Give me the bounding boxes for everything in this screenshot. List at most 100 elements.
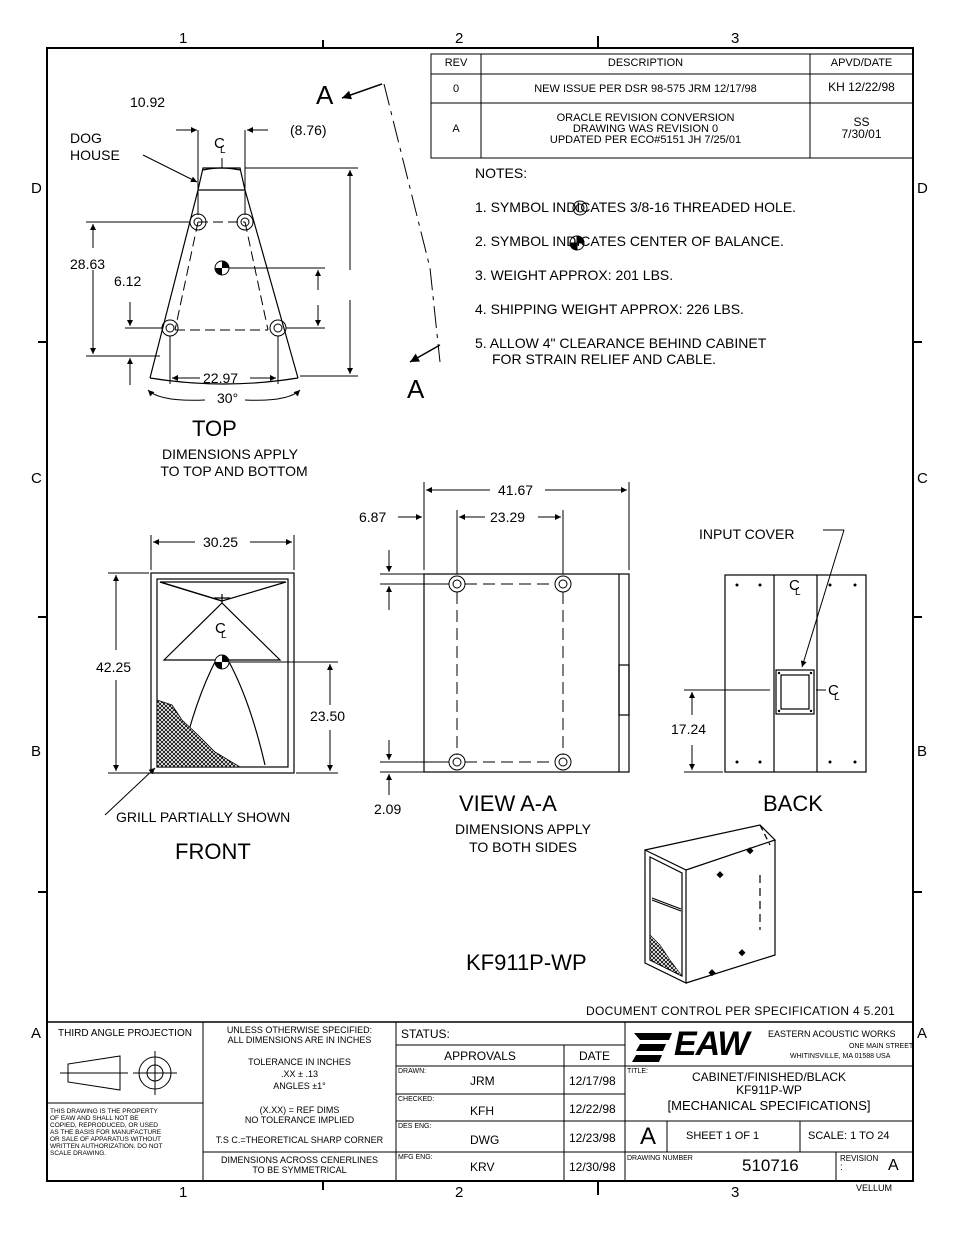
dim-22-97: 22.97 <box>203 370 239 386</box>
title-block-grid <box>47 1021 913 1181</box>
title-line-1: CABINET/FINISHED/BLACK <box>691 1070 847 1084</box>
back-view-dims <box>684 529 845 773</box>
centerline-back-sub: L <box>795 587 801 598</box>
front-cob <box>214 654 230 670</box>
isometric-holes <box>708 847 754 977</box>
status-label: STATUS: <box>401 1027 450 1041</box>
revision-label: REVISION <box>840 1154 879 1163</box>
drawn-date: 12/17/98 <box>569 1074 616 1088</box>
dog-house-2: HOUSE <box>70 147 120 163</box>
drawing-number: 510716 <box>742 1156 799 1175</box>
property-notice-1: THIS DRAWING IS THE PROPERTY <box>50 1108 158 1115</box>
symmetric-2: TO BE SYMMETRICAL <box>252 1165 347 1175</box>
note-3: 3. WEIGHT APPROX: 201 LBS. <box>475 267 674 283</box>
side-view-holes <box>448 575 572 771</box>
zone-bottom-3: 3 <box>731 1184 740 1201</box>
rev-header: REV <box>444 57 468 69</box>
top-view-hidden <box>174 221 269 331</box>
centerline-top: C <box>214 135 225 152</box>
checked-name: KFH <box>470 1104 494 1118</box>
zone-top-1: 1 <box>179 30 188 47</box>
document-control: DOCUMENT CONTROL PER SPECIFICATION 4 5.2… <box>586 1004 896 1018</box>
checked-date: 12/22/98 <box>569 1102 616 1116</box>
mfg-eng-role: MFG ENG: <box>398 1154 433 1161</box>
ref-dims-1: (X.XX) = REF DIMS <box>259 1105 340 1115</box>
unless-2: ALL DIMENSIONS ARE IN INCHES <box>227 1035 372 1045</box>
note-5-cont: FOR STRAIN RELIEF AND CABLE. <box>492 351 717 367</box>
top-view-sub-1: DIMENSIONS APPLY <box>162 446 298 462</box>
scale: SCALE: 1 TO 24 <box>808 1130 890 1142</box>
zone-side-a-right: A <box>917 1025 928 1042</box>
zone-bottom-1: 1 <box>179 1184 188 1201</box>
rev-a: A <box>452 123 460 135</box>
rev-a-desc-2: DRAWING WAS REVISION 0 <box>572 123 719 135</box>
section-line-a-a <box>341 83 441 363</box>
property-notice-4: AS THE BASIS FOR MANUFACTURE <box>50 1129 162 1136</box>
zone-side-c: C <box>31 470 42 487</box>
address-1: ONE MAIN STREET <box>849 1043 914 1050</box>
sheet-count: SHEET 1 OF 1 <box>686 1130 760 1142</box>
isometric-view <box>644 824 777 984</box>
side-view-hidden <box>456 583 564 763</box>
revision-colon: : <box>840 1162 843 1173</box>
rev-a-desc-1: ORACLE REVISION CONVERSION <box>556 112 735 124</box>
side-view-outline <box>423 573 630 773</box>
symmetric-1: DIMENSIONS ACROSS CENERLINES <box>220 1155 379 1165</box>
side-view-sub-2: TO BOTH SIDES <box>469 839 577 855</box>
property-notice-2: OF EAW AND SHALL NOT BE <box>50 1115 139 1122</box>
front-view-title: FRONT <box>175 839 251 864</box>
revision-value: A <box>888 1157 899 1174</box>
drawing-border <box>46 47 914 1182</box>
section-mark-bottom: A <box>407 374 425 404</box>
dim-6-87: 6.87 <box>359 509 387 525</box>
tolerance-1: TOLERANCE IN INCHES <box>248 1057 351 1067</box>
isometric-grill <box>649 934 683 977</box>
drawn-name: JRM <box>470 1074 495 1088</box>
tsc-note: T.S C.=THEORETICAL SHARP CORNER <box>215 1135 384 1145</box>
rev-a-apvd-1: SS <box>853 115 870 129</box>
property-notice-3: COPIED, REPRODUCED, OR USED <box>50 1122 158 1129</box>
dim-30-25: 30.25 <box>203 534 239 550</box>
top-view-outline <box>149 167 299 385</box>
angle-30: 30° <box>217 390 239 406</box>
model-label: KF911P-WP <box>466 950 587 975</box>
dim-8-76: (8.76) <box>290 122 327 138</box>
centerline-front-sub: L <box>221 630 227 641</box>
dim-2-09: 2.09 <box>374 801 402 817</box>
unless-1: UNLESS OTHERWISE SPECIFIED: <box>226 1025 373 1035</box>
centerline-back: C <box>789 577 800 594</box>
dim-41-67: 41.67 <box>498 482 534 498</box>
note-1: 1. SYMBOL INDICATES 3/8-16 THREADED HOLE… <box>475 199 797 215</box>
note-4: 4. SHIPPING WEIGHT APPROX: 226 LBS. <box>475 301 744 317</box>
side-view-sub-1: DIMENSIONS APPLY <box>455 821 591 837</box>
input-cover-label: INPUT COVER <box>699 526 795 542</box>
title-label: TITLE: <box>627 1068 649 1075</box>
eaw-logo-shape <box>632 1033 672 1062</box>
rev-a-desc-3: UPDATED PER ECO#5151 JH 7/25/01 <box>549 134 742 146</box>
ref-dims-2: NO TOLERANCE IMPLIED <box>244 1115 355 1125</box>
dim-42-25: 42.25 <box>96 659 132 675</box>
notes-title: NOTES: <box>475 165 528 181</box>
zone-top-3: 3 <box>731 30 740 47</box>
rev-0-apvd: KH 12/22/98 <box>828 80 895 94</box>
note-5: 5. ALLOW 4" CLEARANCE BEHIND CABINET <box>475 335 767 351</box>
front-grill-partial <box>156 699 242 768</box>
top-view-cob <box>214 260 230 276</box>
rev-0: 0 <box>452 83 460 95</box>
section-mark-top: A <box>316 80 334 110</box>
des-eng-date: 12/23/98 <box>569 1131 616 1145</box>
property-notice-5: OR SALE OF APPARATUS WITHOUT <box>50 1136 161 1143</box>
top-view-dims <box>86 127 358 401</box>
centerline-top-sub: L <box>220 145 226 156</box>
back-view-outline <box>724 574 867 773</box>
projection-symbol <box>60 1051 177 1095</box>
dim-23-29: 23.29 <box>490 509 526 525</box>
note-2: 2. SYMBOL INDICATES CENTER OF BALANCE. <box>475 233 784 249</box>
side-view-title: VIEW A-A <box>459 791 557 816</box>
address-2: WHITINSVILLE, MA 01588 USA <box>790 1053 891 1060</box>
rev-0-desc: NEW ISSUE PER DSR 98-575 JRM 12/17/98 <box>534 83 757 95</box>
back-view-title: BACK <box>763 791 823 816</box>
drawn-role: DRAWN: <box>398 1068 427 1075</box>
dim-17-24: 17.24 <box>671 721 707 737</box>
